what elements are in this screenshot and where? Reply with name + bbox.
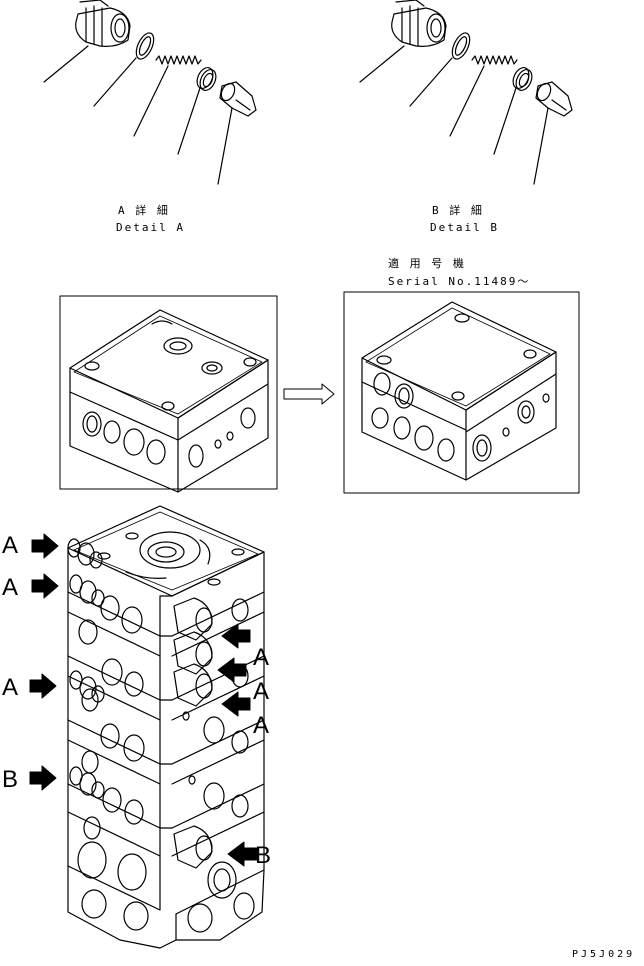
detail-a-plug [76, 0, 130, 46]
callout-right-3: A [253, 712, 270, 739]
detail-a-label-en: Detail A [116, 221, 185, 234]
main-valve-stack [68, 506, 264, 948]
arrow-left-2 [32, 574, 58, 598]
arrow-left-1 [32, 534, 58, 558]
callout-left-1: A [2, 532, 19, 559]
detail-b-exploded-view [360, 0, 572, 184]
arrow-left-3 [30, 674, 56, 698]
detail-a-leader-4 [178, 88, 200, 154]
detail-a-seat [194, 65, 219, 93]
detail-a-leader-3 [134, 66, 168, 136]
left-plug-1 [68, 539, 102, 568]
right-plug-4 [174, 826, 212, 868]
detail-b-label-jp: B 詳 細 [432, 204, 484, 217]
detail-a-leader-2 [94, 58, 136, 106]
left-plug-2 [70, 575, 104, 606]
detail-b-label-en: Detail B [430, 221, 499, 234]
callout-right-1: A [253, 644, 270, 671]
callout-arrows [30, 534, 258, 866]
serial-label-jp: 適 用 号 機 [388, 257, 466, 270]
detail-a-o-ring [133, 30, 158, 61]
new-block-frame [344, 292, 579, 493]
callout-left-2: A [2, 574, 19, 601]
callout-right-2: A [253, 678, 270, 705]
arrow-right-2 [218, 658, 246, 682]
detail-a-poppet [219, 81, 256, 116]
new-valve-block [362, 302, 556, 480]
change-arrow [284, 384, 334, 404]
detail-a-spring [156, 56, 201, 64]
left-plug-4 [70, 767, 104, 798]
arrow-right-3 [222, 692, 250, 716]
callout-left-4: B [2, 766, 19, 793]
old-valve-block [70, 310, 268, 492]
callout-right-4: B [255, 842, 272, 869]
callout-left-3: A [2, 674, 19, 701]
arrow-right-1 [222, 624, 250, 648]
right-plug-3 [174, 664, 212, 706]
right-plug-2 [174, 632, 212, 674]
old-block-frame [60, 296, 277, 489]
detail-a-leader-1 [44, 46, 88, 82]
right-plug-1 [174, 598, 212, 640]
arrow-right-4 [228, 842, 258, 866]
detail-a-exploded-view [44, 0, 256, 184]
left-plug-3 [70, 671, 104, 702]
detail-a-label-jp: A 詳 細 [118, 204, 170, 217]
serial-label-en: Serial No.11489～ [388, 275, 531, 288]
drawing-code: PJ5J029 [572, 949, 636, 960]
detail-a-leader-5 [218, 108, 232, 184]
arrow-left-4 [30, 766, 56, 790]
